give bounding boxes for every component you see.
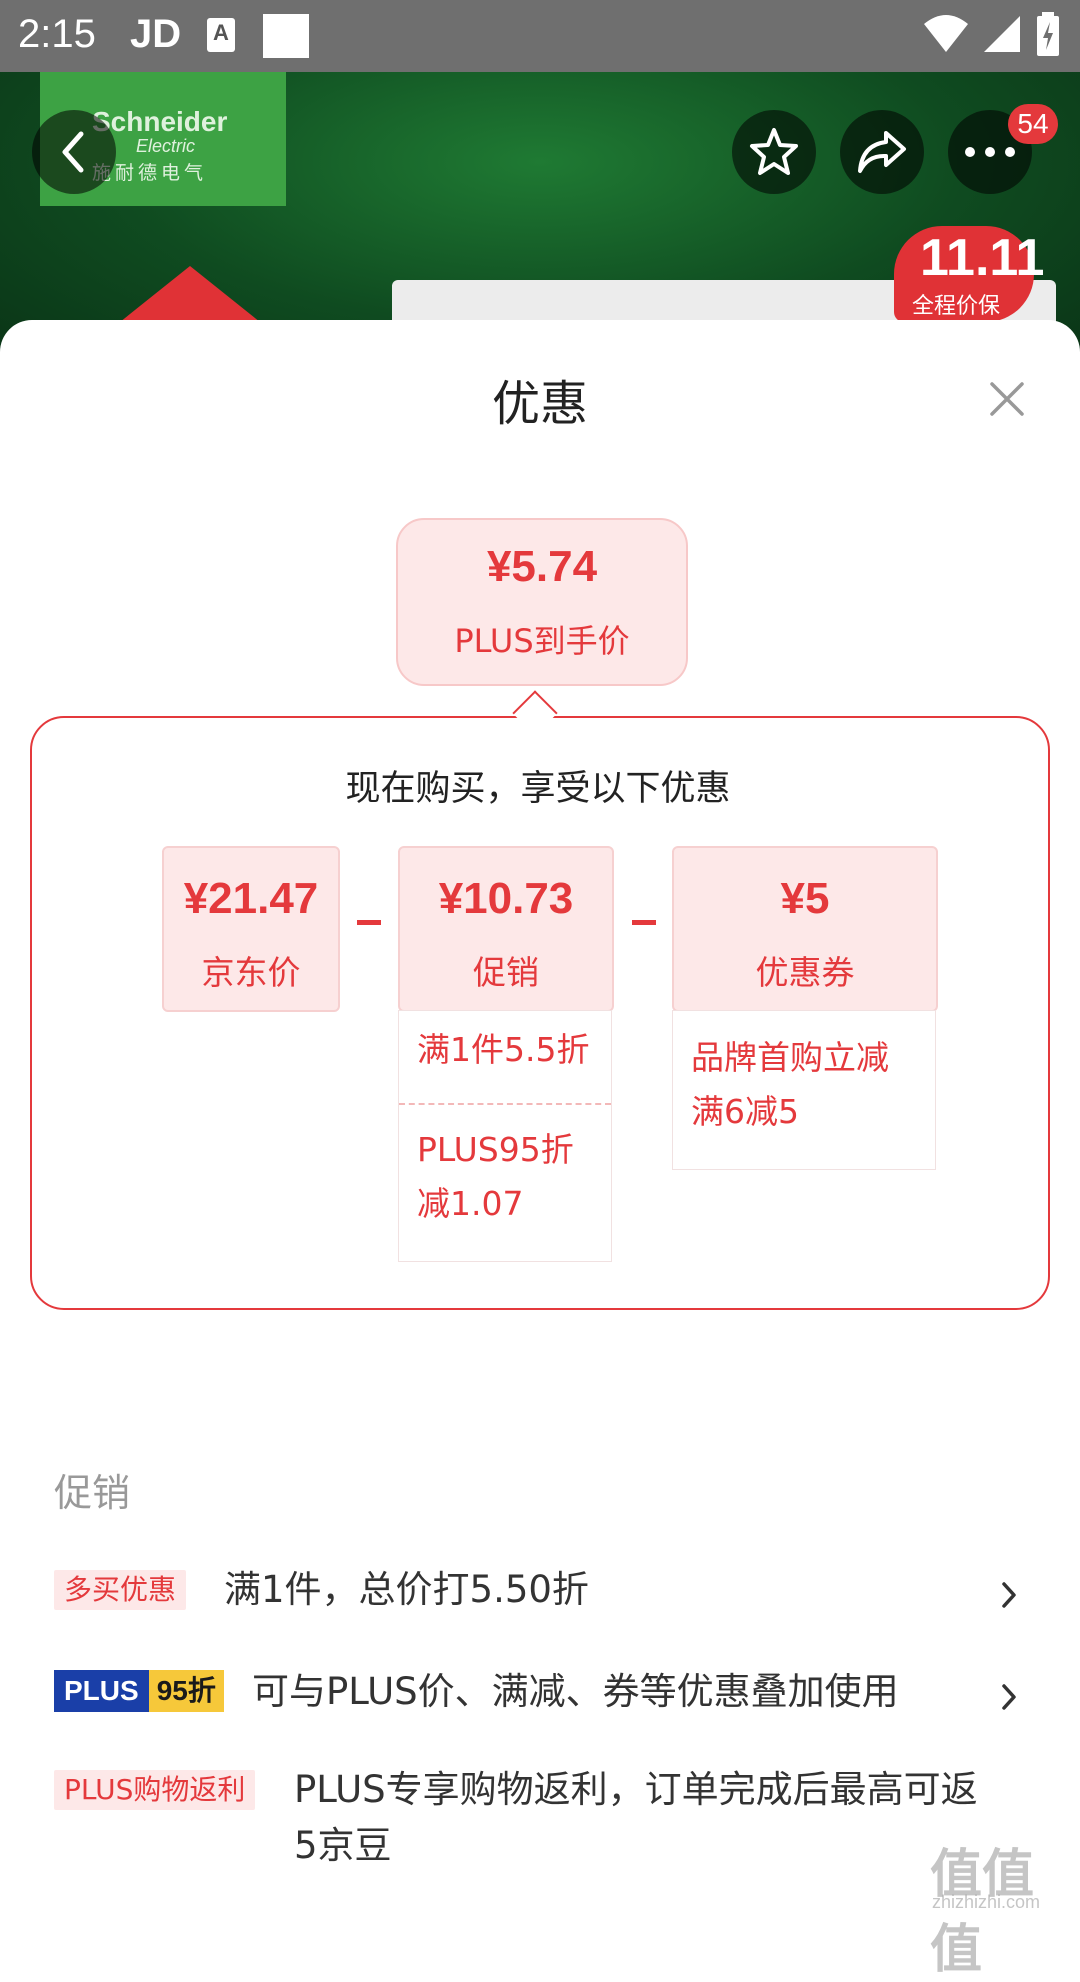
close-button[interactable] [976, 368, 1038, 430]
final-price-label: PLUS到手价 [454, 622, 630, 660]
promotion-value: ¥10.73 [438, 874, 574, 923]
plus-discount-text: 可与PLUS价、满减、券等优惠叠加使用 [252, 1670, 899, 1713]
promotion-label: 促销 [473, 953, 539, 992]
detail-divider [399, 1103, 611, 1105]
signal-icon [982, 14, 1022, 58]
coupon-card: ¥5 优惠券 [672, 846, 938, 1012]
notification-a-icon: A [207, 18, 235, 52]
breakdown-heading: 现在购买，享受以下优惠 [345, 769, 731, 809]
jd-price-value: ¥21.47 [183, 874, 319, 923]
final-price-bubble: ¥5.74 PLUS到手价 [396, 518, 688, 686]
plus-discount-tag: PLUS 95折 [54, 1670, 224, 1712]
star-icon [750, 128, 798, 175]
close-icon [990, 382, 1024, 416]
chevron-right-icon [1002, 1684, 1016, 1710]
brand-logo-line3: 施耐德电气 [92, 163, 208, 184]
status-bar: 2:15 JD A [0, 0, 1080, 72]
plus-rebate-tag: PLUS购物返利 [54, 1770, 256, 1810]
promotion-details: 满1件5.5折 PLUS95折 减1.07 [398, 1010, 612, 1262]
wifi-icon [922, 14, 970, 58]
promotion-section-label: 促销 [54, 1471, 131, 1515]
double11-badge-text: 全程价保 [912, 293, 1001, 318]
coupon-value: ¥5 [780, 874, 830, 923]
share-button[interactable] [840, 110, 924, 194]
coupon-detail-item: 满6减5 [691, 1092, 799, 1131]
brand-logo-line2: Electric [136, 136, 196, 156]
favorite-button[interactable] [732, 110, 816, 194]
jd-price-card: ¥21.47 京东价 [162, 846, 340, 1012]
share-icon [858, 131, 906, 173]
sheet-title: 优惠 [491, 376, 588, 432]
coupon-detail-item: 品牌首购立减 [691, 1038, 889, 1077]
discount-sheet: 优惠 ¥5.74 PLUS到手价 现在购买，享受以下优惠 ¥21.47 京东价 … [0, 320, 1080, 1920]
promotion-detail-item: 满1件5.5折 [417, 1030, 590, 1069]
final-price: ¥5.74 [486, 542, 598, 591]
more-badge: 54 [1008, 104, 1058, 144]
minus-sign [632, 920, 656, 925]
back-button[interactable] [32, 110, 116, 194]
plus-tag-label: PLUS [54, 1670, 149, 1712]
plus-tag-discount: 95折 [148, 1670, 224, 1712]
notification-square-icon [263, 14, 309, 58]
battery-icon [1036, 12, 1060, 60]
watermark-url: zhizhizhi.com [932, 1892, 1041, 1912]
promo-row-plus-discount[interactable]: PLUS 95折 可与PLUS价、满减、券等优惠叠加使用 [54, 1660, 1034, 1740]
plus-rebate-text-line2: 5京豆 [294, 1824, 392, 1867]
coupon-details: 品牌首购立减 满6减5 [672, 1010, 936, 1170]
chevron-right-icon [1002, 1582, 1016, 1608]
more-dots-icon [965, 147, 1015, 157]
promo-row-multi-buy[interactable]: 多买优惠 满1件，总价打5.50折 [54, 1558, 1034, 1638]
notification-jd-icon: JD [130, 12, 182, 56]
multi-buy-text: 满1件，总价打5.50折 [224, 1568, 589, 1611]
brand-logo-line1: Schneider [92, 106, 228, 137]
jd-price-label: 京东价 [201, 953, 301, 992]
promotion-card: ¥10.73 促销 [398, 846, 614, 1012]
chevron-left-icon [62, 131, 84, 173]
minus-sign [357, 920, 381, 925]
promotion-detail-item: 减1.07 [417, 1184, 524, 1223]
promotion-detail-item: PLUS95折 [417, 1130, 574, 1169]
double11-badge-number: 11.11 [920, 229, 1045, 287]
multi-buy-tag: 多买优惠 [54, 1570, 187, 1610]
double11-badge: 11.11 全程价保 [894, 226, 1044, 322]
plus-rebate-text-line1: PLUS专享购物返利，订单完成后最高可返 [294, 1768, 978, 1811]
coupon-label: 优惠券 [755, 953, 855, 992]
status-time: 2:15 [18, 12, 96, 56]
promo-row-plus-rebate[interactable]: PLUS购物返利 PLUS专享购物返利，订单完成后最高可返 5京豆 [54, 1762, 1034, 1902]
